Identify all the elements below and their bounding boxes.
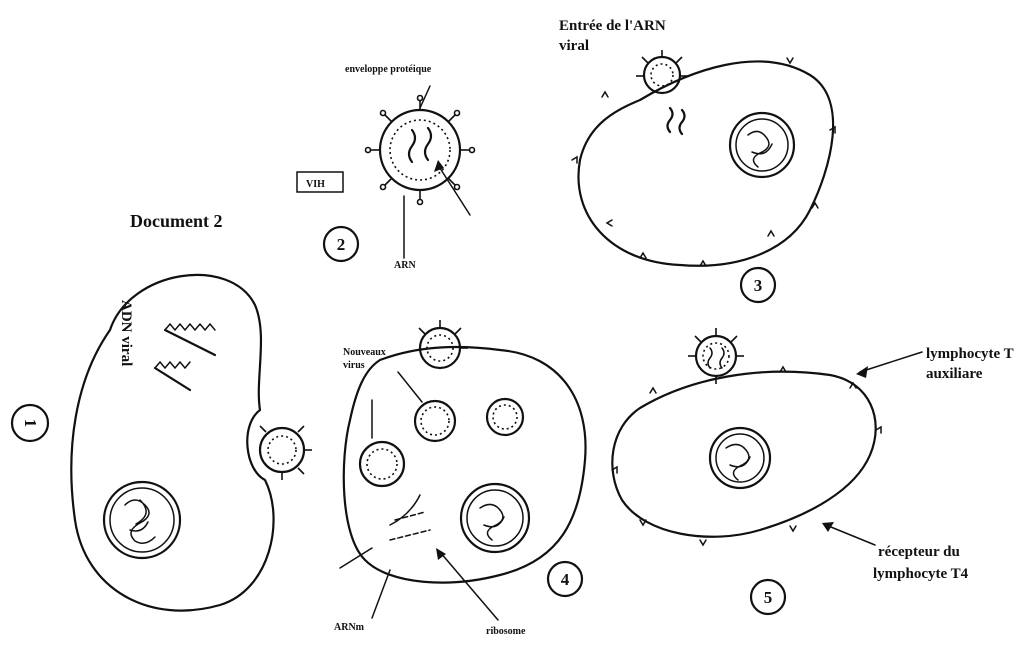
cell-stage-3	[578, 50, 833, 266]
new-virus-b	[487, 399, 523, 435]
recepteur-label-line2: lymphocyte T4	[873, 566, 969, 582]
recepteur-label-line1: récepteur du	[878, 544, 960, 560]
virus-docking-3	[636, 50, 688, 93]
arn-label: ARN	[394, 260, 416, 271]
lymphocyte-label-line2: auxiliare	[926, 366, 983, 382]
new-virus-c	[360, 442, 404, 486]
svg-text:5: 5	[764, 588, 773, 607]
cell-stage-5	[612, 328, 922, 545]
t4-receptors	[572, 58, 881, 545]
stage-number-3: 3	[741, 268, 775, 302]
virus-budding-4	[419, 320, 468, 368]
svg-text:2: 2	[337, 235, 346, 254]
arnm-label: ARNm	[334, 622, 365, 633]
stage-number-5: 5	[751, 580, 785, 614]
new-virus-a	[415, 401, 455, 441]
nouveaux-virus-label-line2: virus	[343, 360, 365, 371]
document-title: Document 2	[130, 211, 223, 231]
svg-text:1: 1	[21, 419, 40, 428]
vih-virus	[366, 86, 475, 258]
cell-stage-1	[71, 275, 312, 611]
stage-number-4: 4	[548, 562, 582, 596]
stage-number-1: 1	[12, 405, 48, 441]
entree-arn-label-line2: viral	[559, 38, 589, 54]
svg-text:4: 4	[561, 570, 570, 589]
nouveaux-virus-label-line1: Nouveaux	[343, 347, 386, 358]
stage-number-2: 2	[324, 227, 358, 261]
svg-text:3: 3	[754, 276, 763, 295]
vih-label: VIH	[306, 179, 325, 190]
ribosome-label: ribosome	[486, 626, 526, 637]
lymphocyte-label-line1: lymphocyte T	[926, 346, 1014, 362]
enveloppe-label: enveloppe protéique	[345, 64, 432, 75]
nucleus-4	[461, 484, 529, 552]
entree-arn-label-line1: Entrée de l'ARN	[559, 18, 666, 34]
nucleus-5	[710, 428, 770, 488]
